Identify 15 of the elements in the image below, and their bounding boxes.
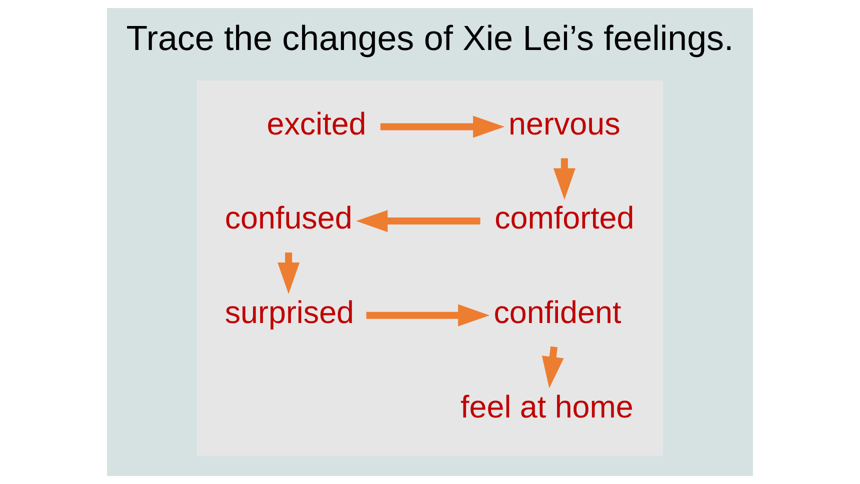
node-text: excited xyxy=(266,106,366,142)
diagram-title: Trace the changes of Xie Lei’s feelings. xyxy=(126,18,734,58)
node-text: confident xyxy=(494,295,622,330)
cluster xyxy=(196,80,664,456)
arrow xyxy=(380,116,505,138)
arrow xyxy=(542,346,564,388)
node-text: feel at home xyxy=(460,389,634,424)
node-text: confused xyxy=(224,200,352,236)
node-text: surprised xyxy=(224,295,354,330)
node-text: nervous xyxy=(508,106,620,142)
node-text: comforted xyxy=(494,200,634,236)
arrow xyxy=(278,252,300,294)
arrow xyxy=(366,304,490,326)
arrow xyxy=(356,210,480,232)
arrow xyxy=(553,158,576,200)
